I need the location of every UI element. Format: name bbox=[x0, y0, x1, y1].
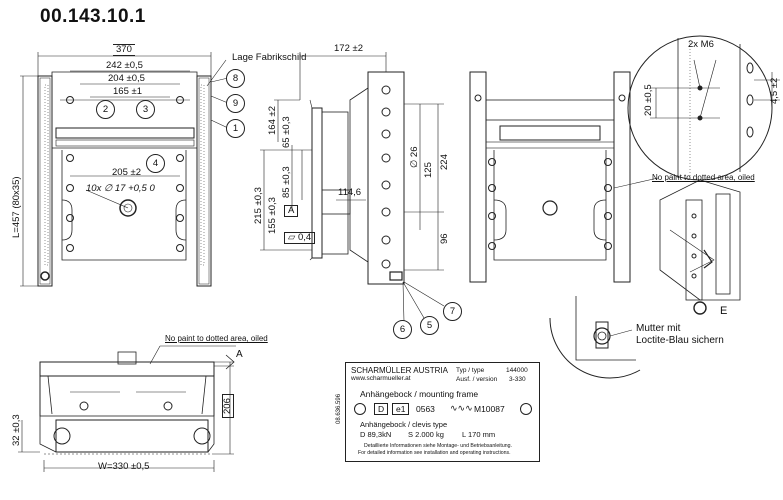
nameplate-serial: M10087 bbox=[474, 404, 505, 414]
detail-e-view bbox=[549, 296, 641, 379]
side-view bbox=[260, 52, 445, 323]
nameplate-clevis: Anhängebock / clevis type bbox=[360, 420, 448, 429]
nameplate-product: Anhängebock / mounting frame bbox=[360, 389, 479, 399]
nameplate-rating-s: S 2.000 kg bbox=[408, 430, 444, 439]
bottom-view bbox=[18, 345, 236, 472]
drawing-title: 00.143.10.1 bbox=[40, 6, 146, 27]
datum-a-label: A bbox=[284, 205, 299, 217]
balloon-2: 2 bbox=[96, 100, 115, 119]
nameplate-footer-de: Detaillierte Informationen siehe Montage… bbox=[364, 443, 512, 449]
nameplate-version-value: 3-330 bbox=[509, 376, 526, 383]
dim-holes: 10x ∅ 17 +0,5 0 bbox=[86, 183, 155, 194]
no-paint-note-bottom: No paint to dotted area, oiled bbox=[165, 334, 268, 343]
nameplate-hole-right bbox=[520, 403, 532, 415]
detail-e-letter: E bbox=[720, 305, 728, 317]
balloon-5: 5 bbox=[420, 316, 439, 335]
stamp-number: 08.636.596 bbox=[336, 393, 342, 424]
no-paint-note-right: No paint to dotted area, oiled bbox=[652, 173, 755, 182]
nameplate-mark-e1: e1 bbox=[392, 403, 410, 415]
balloon-6: 6 bbox=[393, 320, 412, 339]
dim-125: 125 bbox=[423, 162, 434, 178]
dim-215: 215 ±0,3 bbox=[253, 187, 264, 224]
dim-32: 32 ±0,3 bbox=[11, 414, 22, 446]
detail-screws-note: 2x M6 bbox=[688, 39, 714, 50]
nameplate-website: www.scharmueller.at bbox=[351, 375, 411, 382]
rear-view bbox=[469, 71, 659, 283]
dim-20: 20 ±0,5 bbox=[643, 84, 654, 116]
dim-205: 205 ±2 bbox=[112, 167, 141, 178]
dim-width: W=330 ±0,5 bbox=[98, 461, 150, 472]
dim-diam-26: ∅ 26 bbox=[409, 146, 420, 168]
nameplate-location-note: Lage Fabrikschild bbox=[232, 52, 307, 63]
dim-164: 164 ±2 bbox=[267, 106, 278, 135]
dim-4-5: 4,5 ±2 bbox=[769, 77, 780, 104]
wave-icon: ∿∿∿ bbox=[450, 403, 473, 413]
nut-note-line-1: Mutter mit bbox=[636, 323, 681, 334]
dim-224: 224 bbox=[439, 154, 450, 170]
balloon-4: 4 bbox=[146, 154, 165, 173]
dim-155: 155 ±0,3 bbox=[267, 197, 278, 234]
nameplate-footer-en: For detailed information see installatio… bbox=[358, 450, 511, 456]
flatness-symbol-icon: ▱ bbox=[288, 232, 296, 243]
dim-204: 204 ±0,5 bbox=[108, 73, 145, 84]
flatness-tolerance: ▱ 0,4 bbox=[284, 232, 316, 244]
balloon-7: 7 bbox=[443, 302, 462, 321]
dim-172: 172 ±2 bbox=[334, 43, 363, 54]
balloon-8: 8 bbox=[226, 69, 245, 88]
nameplate: SCHARMÜLLER AUSTRIA www.scharmueller.at … bbox=[345, 362, 540, 462]
nameplate-mark-d: D bbox=[374, 403, 389, 415]
dim-65: 65 ±0,3 bbox=[281, 116, 292, 148]
flatness-value: 0,4 bbox=[297, 232, 312, 243]
dim-96: 96 bbox=[439, 233, 450, 244]
dim-114: 114,6 bbox=[338, 187, 362, 198]
nut-note-line-2: Loctite-Blau sichern bbox=[636, 335, 724, 346]
dim-165: 165 ±1 bbox=[113, 86, 142, 97]
dim-206: 206 bbox=[222, 394, 234, 418]
view-arrow-label: A bbox=[236, 349, 243, 360]
dim-370: 370 bbox=[113, 44, 135, 56]
dim-242: 242 ±0,5 bbox=[106, 60, 143, 71]
dim-length: L=457 (80x35) bbox=[11, 176, 22, 238]
dim-85: 85 ±0,3 bbox=[281, 166, 292, 198]
nameplate-approval: 0563 bbox=[416, 404, 435, 414]
balloon-3: 3 bbox=[136, 100, 155, 119]
nameplate-rating-l: L 170 mm bbox=[462, 430, 496, 439]
nameplate-type-value: 144000 bbox=[506, 367, 528, 374]
nameplate-hole-left bbox=[354, 403, 366, 415]
nameplate-company: SCHARMÜLLER AUSTRIA bbox=[351, 366, 448, 375]
nameplate-type-label: Typ / type bbox=[456, 367, 485, 374]
balloon-1: 1 bbox=[226, 119, 245, 138]
nameplate-version-label: Ausf. / version bbox=[456, 376, 498, 383]
iso-view bbox=[659, 179, 741, 315]
nameplate-rating-d: D 89,3kN bbox=[360, 430, 392, 439]
front-view bbox=[20, 52, 229, 287]
balloon-9: 9 bbox=[226, 94, 245, 113]
